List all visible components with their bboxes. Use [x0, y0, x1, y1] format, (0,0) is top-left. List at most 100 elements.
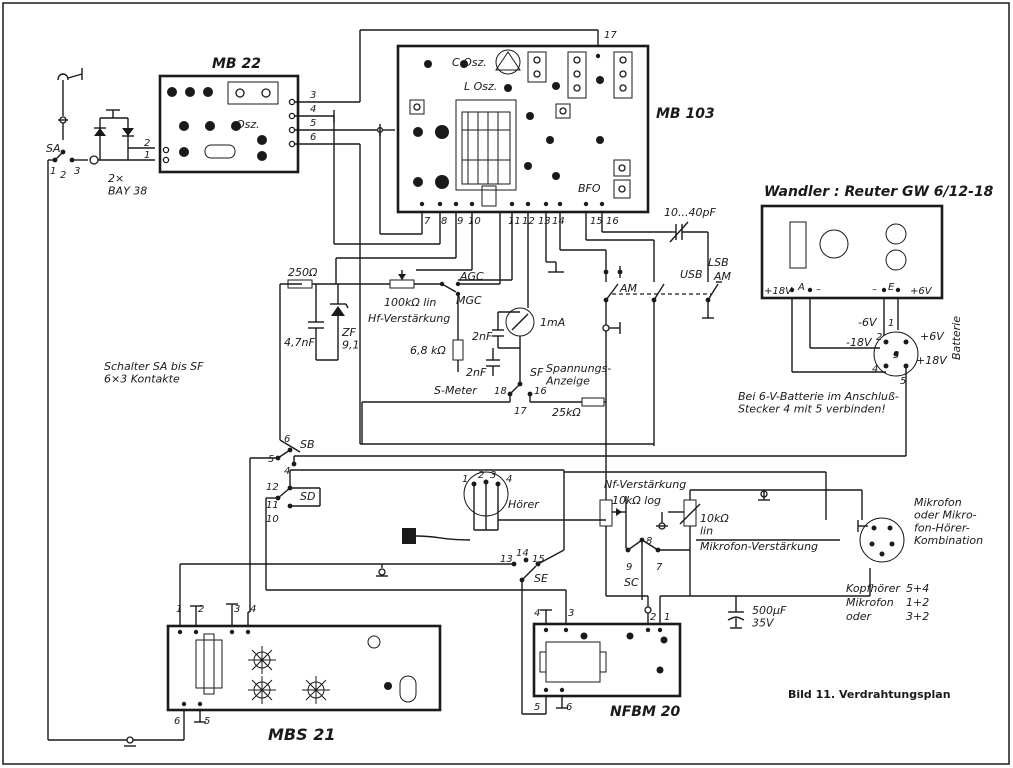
diode-count: 2×BAY 38	[108, 172, 147, 198]
diode-label: 2×BAY 38	[108, 172, 147, 198]
plus18-label: +18V	[916, 354, 948, 367]
battery-note-line: Stecker 4 mit 5 verbinden!	[738, 403, 886, 416]
c2nf-b-label: 2nF	[466, 366, 487, 379]
switch-sb-sd	[249, 447, 906, 612]
mb103-losz-label: L Osz.	[464, 80, 497, 93]
r68k-label: 6,8 kΩ	[410, 344, 446, 357]
mb22-pin-6: 6	[310, 132, 316, 143]
mb22-pin-3: 3	[310, 90, 316, 101]
plug-pin-1: 1	[888, 318, 894, 329]
switch-lsb-label: LSB	[708, 256, 729, 269]
switch-se	[179, 549, 567, 715]
nfbm-pin-1: 1	[664, 612, 670, 623]
converter-box	[760, 204, 944, 300]
diode-pair	[89, 109, 155, 165]
mb22-osz-label: Osz.	[236, 118, 260, 131]
mb103-pin-16: 16	[606, 216, 619, 227]
mbs21-wires	[48, 603, 250, 747]
mb22-pin-2: 2	[144, 138, 150, 149]
pot10klog-label: 10kΩ log	[612, 494, 661, 507]
switch-sd-pin-11: 11	[266, 500, 279, 511]
mb103-wires	[333, 116, 709, 302]
nf-label: Nf-Verstärkung	[604, 478, 686, 491]
hf-gain-label: Hf-Verstärkung	[368, 312, 450, 325]
switch-se-pin-14: 14	[516, 548, 529, 559]
switch-sf-pin-18: 18	[494, 386, 507, 397]
mbs21-pin-3: 3	[234, 604, 240, 615]
switch-note-line: 6×3 Kontakte	[104, 373, 180, 386]
switch-sa-pin-1: 1	[50, 166, 56, 177]
converter-internals	[789, 221, 907, 293]
switch-sa	[47, 149, 88, 740]
mbs21-pin-4: 4	[250, 604, 256, 615]
mb103-pin-10: 10	[468, 216, 481, 227]
converter-pin-plus6: +6V	[910, 286, 933, 297]
switch-sf-pin-16: 16	[534, 386, 547, 397]
switch-sf-label: SF	[530, 366, 544, 379]
plug-pin-5: 5	[900, 376, 906, 387]
mb103-pin-9: 9	[457, 216, 463, 227]
cap500-label-line: 35V	[752, 617, 775, 630]
switch-sa-pin-3: 3	[74, 166, 80, 177]
mb22-pin-5: 5	[310, 118, 316, 129]
converter-pin-e: E	[888, 282, 895, 293]
mic-combo-label-line: Kombination	[914, 534, 983, 547]
battery-plug	[791, 298, 919, 456]
mic-plug	[857, 517, 905, 563]
mb103-internals	[409, 49, 633, 207]
nfbm-pin-6: 6	[566, 702, 572, 713]
mbs21-label: MBS 21	[268, 725, 335, 744]
mode-switches	[602, 266, 722, 450]
antenna-symbol	[57, 68, 83, 140]
horer-pin-1: 1	[462, 474, 468, 485]
cap500-label-line: 500µF	[752, 604, 787, 617]
mb22-box	[158, 74, 300, 174]
switch-sb-pin-5: 5	[268, 454, 274, 465]
mb22-pin-4: 4	[310, 104, 316, 115]
switch-sb-label: SB	[300, 438, 315, 451]
plug-pin-3: 3	[893, 350, 899, 361]
spannung-label: Spannungs-Anzeige	[545, 362, 611, 388]
mbs21-internals	[177, 629, 417, 707]
switch-se-pin-13: 13	[500, 554, 513, 565]
mb103-pin-12: 12	[522, 216, 535, 227]
switch-sd-pin-10: 10	[266, 514, 279, 525]
switch-sb-pin-4: 4	[284, 466, 290, 477]
nfbm20-wires	[540, 606, 661, 714]
mb22-internals	[162, 81, 296, 164]
diode-count-line: 2×	[108, 172, 124, 185]
mb103-pin-11: 11	[508, 216, 521, 227]
trim-label: 10...40pF	[664, 206, 716, 219]
mb103-pin-13: 13	[538, 216, 551, 227]
switch-sd-label: SD	[300, 490, 315, 503]
mgc-label: MGC	[456, 294, 482, 307]
mb22-pin-1: 1	[144, 150, 150, 161]
pot100k-label: 100kΩ lin	[384, 296, 436, 309]
figure-caption: Bild 11. Verdrahtungsplan	[788, 688, 951, 701]
mb103-pin-8: 8	[441, 216, 447, 227]
nfbm-pin-4: 4	[534, 608, 540, 619]
pot10klin-label-line: 10kΩ	[700, 512, 729, 525]
nfbm-pin-3: 3	[568, 608, 574, 619]
mbs21-pin-5: 5	[204, 716, 210, 727]
converter-pin-minus2: –	[872, 284, 877, 295]
horer-plug	[402, 471, 606, 544]
switch-sc-pin-7: 7	[656, 562, 663, 573]
battery-label: Batterie	[950, 316, 963, 360]
spannung-label-line: Spannungs-	[546, 362, 611, 375]
switch-sb-pin-6: 6	[284, 434, 290, 445]
switch-am2-label: AM	[713, 270, 732, 283]
converter-pin-plus18: +18V	[764, 286, 793, 297]
smeter-label: S-Meter	[434, 384, 478, 397]
nfbm-pin-2: 2	[650, 612, 656, 623]
headphone-map-label-0: Kopfhörer	[846, 582, 901, 595]
mb103-bfo-label: BFO	[578, 182, 601, 195]
horer-label: Hörer	[508, 498, 540, 511]
nfbm20-label: NFBM 20	[610, 704, 680, 720]
mic-combo-label-line: fon-Hörer-	[914, 521, 970, 534]
minus6-label: -6V	[858, 316, 878, 329]
